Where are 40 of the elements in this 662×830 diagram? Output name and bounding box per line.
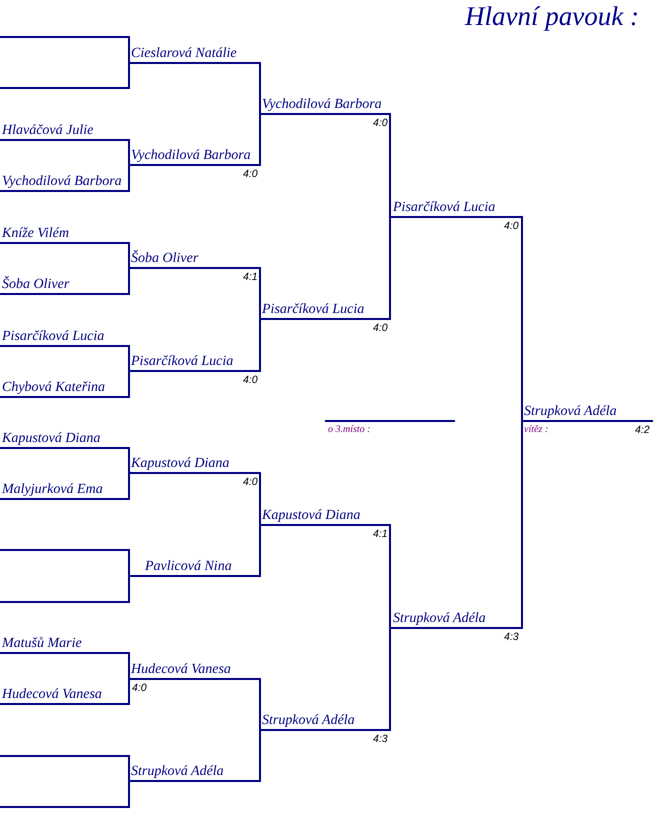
match-score: 4:0 [504, 220, 519, 232]
player-name: Strupková Adéla [393, 611, 486, 628]
player-name: Malyjurková Ema [2, 482, 103, 498]
player-name: Vychodilová Barbora [262, 97, 382, 114]
title: Hlavní pavouk : [465, 1, 639, 32]
match-score: 4:0 [132, 682, 147, 694]
third-place-label: o 3.místo : [328, 424, 370, 436]
player-name: Strupková Adéla [262, 713, 355, 730]
match-score: 4:3 [504, 631, 519, 644]
player-name: Strupková Adéla [524, 404, 617, 420]
match-score: 4:0 [243, 374, 258, 386]
player-name: Kapustová Diana [262, 508, 360, 524]
player-name: Cieslarová Natálie [131, 46, 237, 62]
player-name: Chybová Kateřina [2, 380, 106, 396]
player-name: Pisarčíková Lucia [131, 354, 234, 370]
player-name: Hudecová Vanesa [2, 687, 102, 704]
match-score: 4:0 [243, 168, 258, 180]
player-name: Pisarčíková Lucia [2, 329, 104, 346]
player-name: Matušů Marie [2, 636, 82, 652]
player-name: Šoba Oliver [131, 251, 198, 268]
player-name: Pisarčíková Lucia [393, 200, 496, 216]
player-name: Kníže Vilém [2, 226, 70, 242]
match-score: 4:2 [635, 424, 650, 436]
match-score: 4:1 [373, 528, 388, 540]
match-score: 4:0 [373, 117, 388, 130]
player-name: Vychodilová Barbora [2, 174, 122, 190]
match-score: 4:0 [373, 322, 388, 334]
player-name: Kapustová Diana [131, 456, 230, 472]
match-score: 4:3 [373, 733, 388, 746]
player-name: Pisarčíková Lucia [262, 302, 364, 318]
player-name: Hlaváčová Julie [2, 123, 94, 140]
player-name: Vychodilová Barbora [131, 148, 251, 164]
player-name: Šoba Oliver [2, 277, 70, 294]
player-name: Kapustová Diana [2, 431, 100, 448]
player-name: Strupková Adéla [131, 764, 224, 780]
match-score: 4:1 [243, 271, 258, 284]
match-score: 4:0 [243, 476, 258, 488]
player-name: Pavlicová Nina [145, 559, 232, 576]
winner-label: vítěz : [524, 424, 548, 436]
player-name: Hudecová Vanesa [131, 662, 231, 678]
